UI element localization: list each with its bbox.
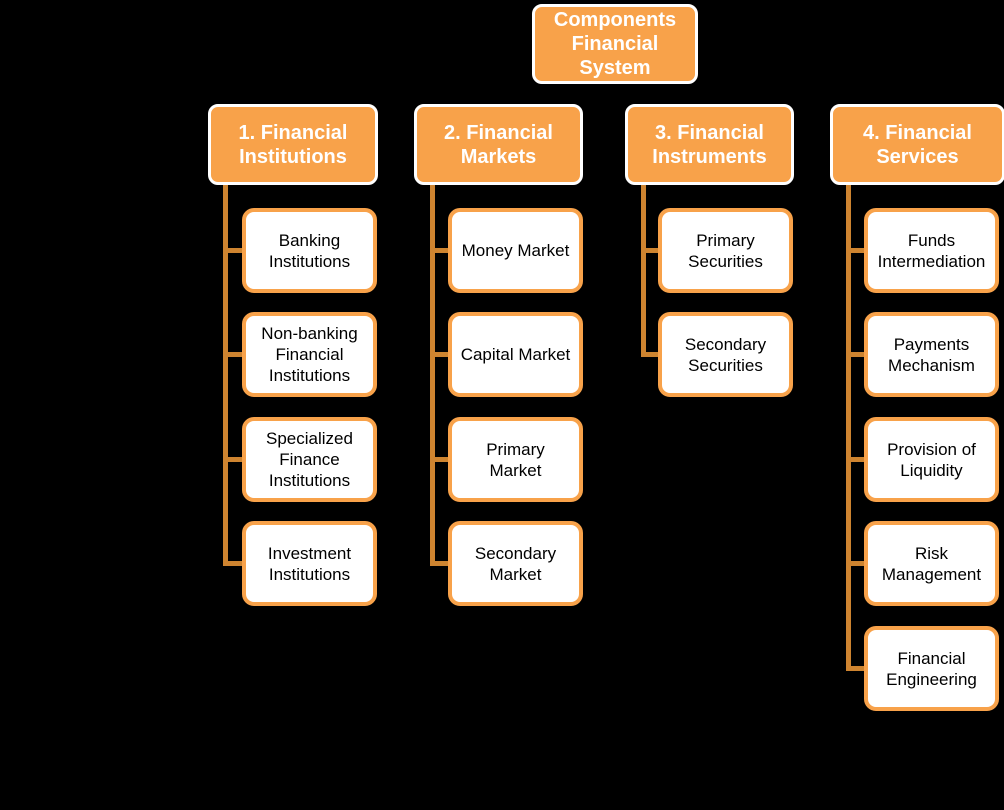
connector-stub [430, 457, 453, 462]
column-header-financial-instruments: 3. Financial Instruments [625, 104, 794, 185]
tree-node-banking-institutions: Banking Institutions [242, 208, 377, 293]
root-node: Components Financial System [532, 4, 698, 84]
column-header-financial-institutions: 1. Financial Institutions [208, 104, 378, 185]
connector-stub [846, 561, 869, 566]
connector-stub [846, 248, 869, 253]
tree-node-money-market: Money Market [448, 208, 583, 293]
column-header-financial-markets: 2. Financial Markets [414, 104, 583, 185]
tree-node-capital-market: Capital Market [448, 312, 583, 397]
column-header-financial-services: 4. Financial Services [830, 104, 1004, 185]
tree-node-secondary-market: Secondary Market [448, 521, 583, 606]
connector-stub [846, 457, 869, 462]
connector-stub [223, 561, 247, 566]
tree-node-funds-intermediation: Funds Intermediation [864, 208, 999, 293]
tree-node-risk-management: Risk Management [864, 521, 999, 606]
connector-stub [430, 561, 453, 566]
tree-node-financial-engineering: Financial Engineering [864, 626, 999, 711]
tree-node-specialized-finance-institutions: Specialized Finance Institutions [242, 417, 377, 502]
connector-stub [223, 457, 247, 462]
tree-node-payments-mechanism: Payments Mechanism [864, 312, 999, 397]
connector-trunk-col3 [641, 185, 646, 357]
connector-stub [430, 248, 453, 253]
tree-node-secondary-securities: Secondary Securities [658, 312, 793, 397]
connector-trunk-col4 [846, 185, 851, 671]
connector-stub [846, 666, 869, 671]
connector-stub [641, 248, 663, 253]
tree-node-non-banking-financial-institutions: Non-banking Financial Institutions [242, 312, 377, 397]
connector-stub [846, 352, 869, 357]
connector-trunk-col2 [430, 185, 435, 566]
connector-trunk-col1 [223, 185, 228, 566]
tree-node-investment-institutions: Investment Institutions [242, 521, 377, 606]
connector-stub [430, 352, 453, 357]
connector-stub [223, 248, 247, 253]
tree-node-primary-market: Primary Market [448, 417, 583, 502]
tree-node-provision-of-liquidity: Provision of Liquidity [864, 417, 999, 502]
connector-stub [641, 352, 663, 357]
tree-node-primary-securities: Primary Securities [658, 208, 793, 293]
connector-stub [223, 352, 247, 357]
